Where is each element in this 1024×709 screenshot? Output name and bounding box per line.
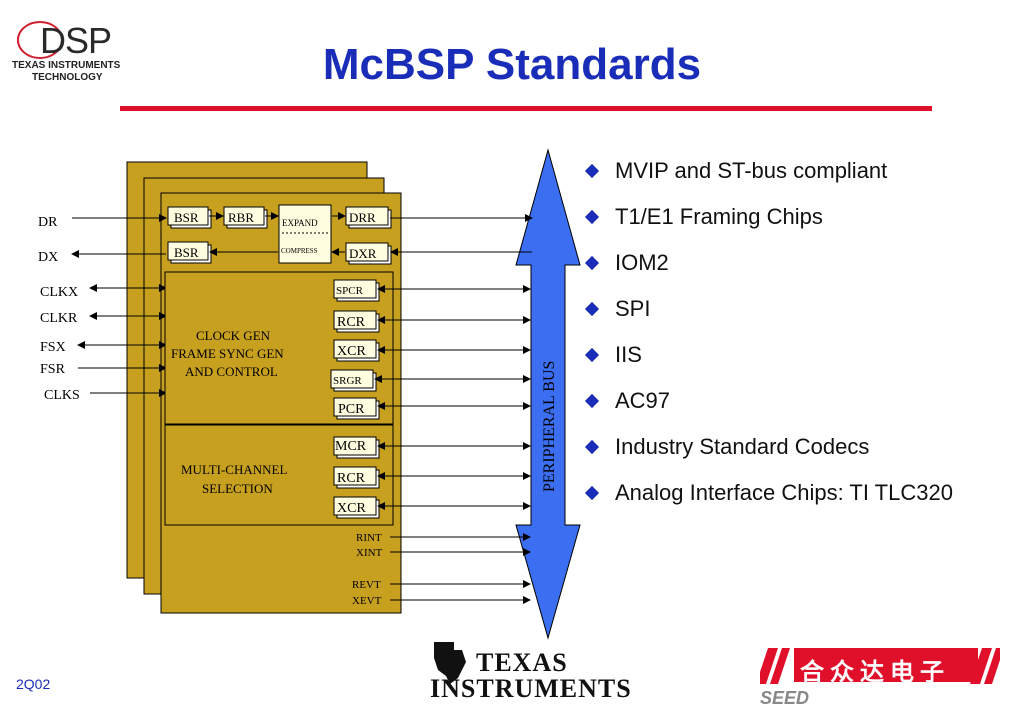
reg-srgr: SRGR <box>333 375 362 387</box>
reg-mcr: MCR <box>335 439 367 454</box>
peripheral-bus-arrow <box>515 148 581 640</box>
reg-rcr: RCR <box>337 315 366 330</box>
reg-xcr-mc: XCR <box>337 501 366 516</box>
signal-revt: REVT <box>352 579 381 591</box>
clock-gen-line2: FRAME SYNC GEN <box>171 346 284 361</box>
multichannel-line1: MULTI-CHANNEL <box>181 462 287 477</box>
block-drr: DRR <box>349 210 376 225</box>
dsp-logo-line2: TECHNOLOGY <box>32 72 103 83</box>
reg-rcr-mc: RCR <box>337 471 366 486</box>
signal-rint: RINT <box>356 532 382 544</box>
seed-chinese-name: 合众达电子 <box>800 658 950 686</box>
dsp-logo-icon <box>17 21 63 59</box>
multichannel-line2: SELECTION <box>202 481 273 496</box>
dsp-logo <box>10 12 110 92</box>
standards-list: MVIP and ST-bus compliant T1/E1 Framing … <box>584 158 1005 526</box>
diamond-bullet-icon <box>584 485 600 501</box>
mcbsp-diagram: PERIPHERAL BUS DR DX CLKX CLKR FSX FSR C… <box>38 148 581 640</box>
list-item: IIS <box>584 342 1005 368</box>
seed-english-name: SEED <box>760 688 810 708</box>
list-item: AC97 <box>584 388 1005 414</box>
ti-wordmark-line1: TEXAS <box>476 648 568 677</box>
diamond-bullet-icon <box>584 209 600 225</box>
diamond-bullet-icon <box>584 301 600 317</box>
signal-clks: CLKS <box>44 388 80 403</box>
reg-spcr: SPCR <box>336 285 364 297</box>
dsp-logo-line1: TEXAS INSTRUMENTS <box>12 60 121 71</box>
signal-dr: DR <box>38 215 58 230</box>
clock-gen-line1: CLOCK GEN <box>196 328 271 343</box>
clock-gen-line3: AND CONTROL <box>185 364 278 379</box>
diamond-bullet-icon <box>584 347 600 363</box>
signal-xint: XINT <box>356 547 383 559</box>
diamond-bullet-icon <box>584 439 600 455</box>
list-item: Analog Interface Chips: TI TLC320 <box>584 480 1005 506</box>
ti-state-icon <box>434 642 466 684</box>
expand-compress-block <box>278 204 332 264</box>
signal-fsr: FSR <box>40 362 66 377</box>
block-bsr-rx: BSR <box>174 210 199 225</box>
list-item: IOM2 <box>584 250 1005 276</box>
seed-logo <box>760 648 1000 684</box>
block-compress: COMPRESS <box>281 247 318 255</box>
block-bsr-tx: BSR <box>174 245 199 260</box>
bus-label: PERIPHERAL BUS <box>541 361 558 492</box>
diamond-bullet-icon <box>584 163 600 179</box>
signal-fsx: FSX <box>40 340 66 355</box>
page-title: McBSP Standards <box>322 40 702 89</box>
signal-dx: DX <box>38 250 58 265</box>
signal-clkr: CLKR <box>40 311 78 326</box>
list-item: T1/E1 Framing Chips <box>584 204 1005 230</box>
reg-pcr: PCR <box>338 402 365 417</box>
block-rbr: RBR <box>228 210 254 225</box>
dsp-brand: DSP <box>40 20 112 61</box>
footer-code: 2Q02 <box>16 676 51 692</box>
reg-xcr: XCR <box>337 344 366 359</box>
signal-clkx: CLKX <box>40 285 78 300</box>
diamond-bullet-icon <box>584 393 600 409</box>
diamond-bullet-icon <box>584 255 600 271</box>
list-item: MVIP and ST-bus compliant <box>584 158 1005 184</box>
signal-xevt: XEVT <box>352 595 382 607</box>
block-expand: EXPAND <box>282 218 318 228</box>
block-dxr: DXR <box>349 246 377 261</box>
ti-wordmark-line2: INSTRUMENTS <box>430 674 632 703</box>
title-divider <box>120 106 932 111</box>
list-item: SPI <box>584 296 1005 322</box>
list-item: Industry Standard Codecs <box>584 434 1005 460</box>
